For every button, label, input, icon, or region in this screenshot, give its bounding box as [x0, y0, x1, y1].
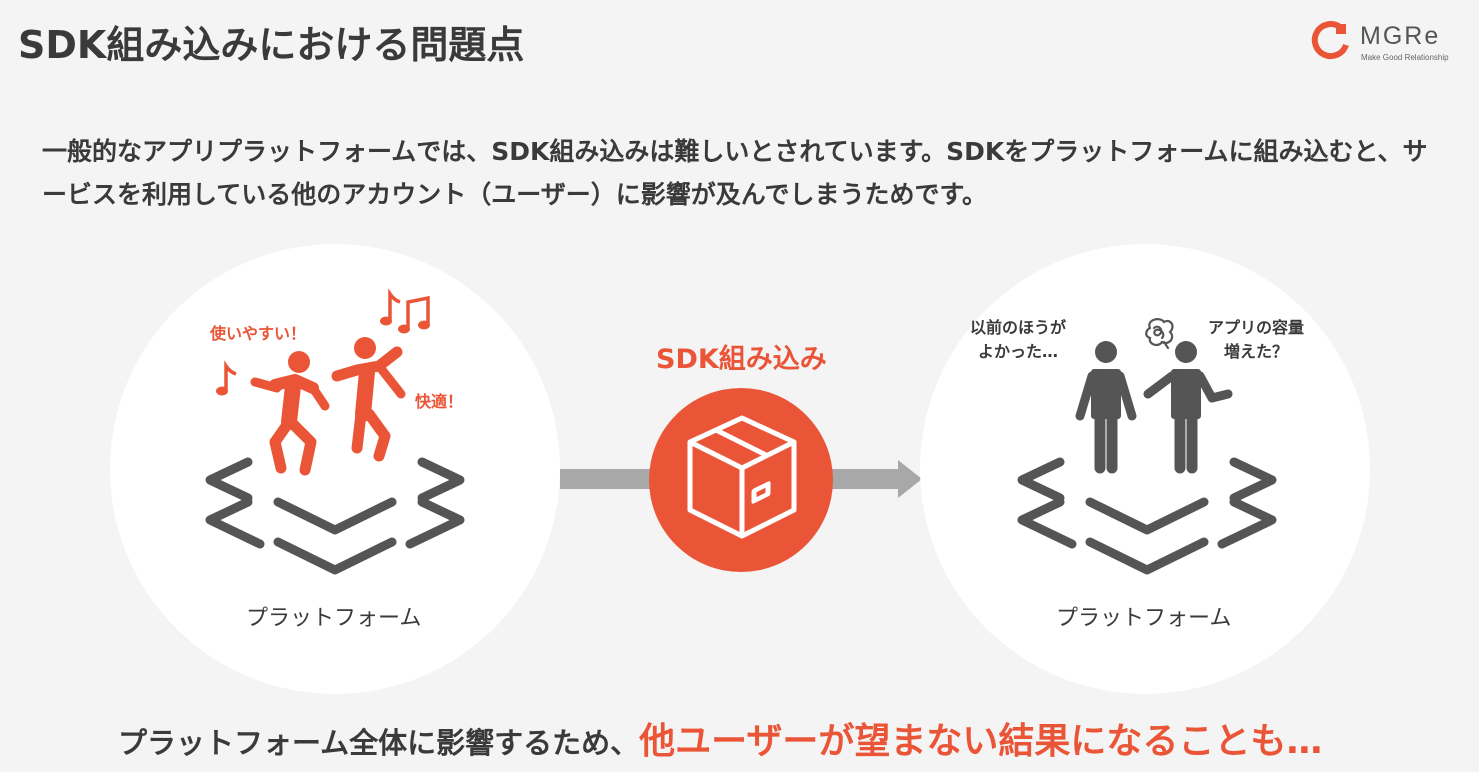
platform-layers-icon	[205, 457, 465, 575]
brand-logo: MGRe Make Good Relationship	[1310, 20, 1470, 64]
platform-before-circle	[110, 244, 560, 694]
intro-text: 一般的なアプリプラットフォームでは、SDK組み込みは難しいとされています。SDK…	[42, 137, 1428, 209]
bubble-app-size-line1: アプリの容量	[1208, 318, 1305, 337]
bubble-easy-to-use: 使いやすい！	[210, 324, 307, 343]
sdk-integration-label: SDK組み込み	[656, 344, 827, 375]
music-notes-icon	[380, 288, 430, 334]
platform-label-right: プラットフォーム	[1056, 606, 1232, 631]
happy-users-icon	[250, 337, 406, 476]
bubble-was-better-line1: 以前のほうが	[970, 318, 1067, 337]
bubble-app-size: アプリの容量 増えた？	[1208, 316, 1304, 364]
unhappy-users-icon	[1075, 341, 1233, 474]
logo-mark-icon	[1311, 21, 1349, 60]
package-box-icon	[687, 415, 797, 539]
bubble-comfortable: 快適！	[415, 392, 464, 411]
flow-arrow-head-icon	[898, 460, 922, 498]
conclusion-highlight: 他ユーザーが望まない結果になることも…	[639, 721, 1323, 762]
platform-after-circle	[920, 244, 1370, 694]
logo-tagline: Make Good Relationship	[1361, 53, 1449, 62]
music-note-icon	[216, 360, 237, 396]
confused-scribble-icon	[1145, 318, 1174, 350]
platform-label-left: プラットフォーム	[246, 606, 422, 631]
bubble-was-better-line2: よかった…	[978, 342, 1059, 361]
conclusion-lead: プラットフォーム全体に影響するため、	[118, 726, 640, 760]
bubble-was-better: 以前のほうが よかった…	[970, 316, 1066, 364]
bubble-app-size-line2: 増えた？	[1224, 342, 1289, 361]
page-title: SDK組み込みにおける問題点	[18, 23, 525, 67]
conclusion-text: プラットフォーム全体に影響するため、他ユーザーが望まない結果になることも…	[118, 712, 1322, 764]
logo-wordmark: MGRe	[1360, 22, 1441, 50]
platform-layers-icon-right	[1017, 457, 1277, 575]
